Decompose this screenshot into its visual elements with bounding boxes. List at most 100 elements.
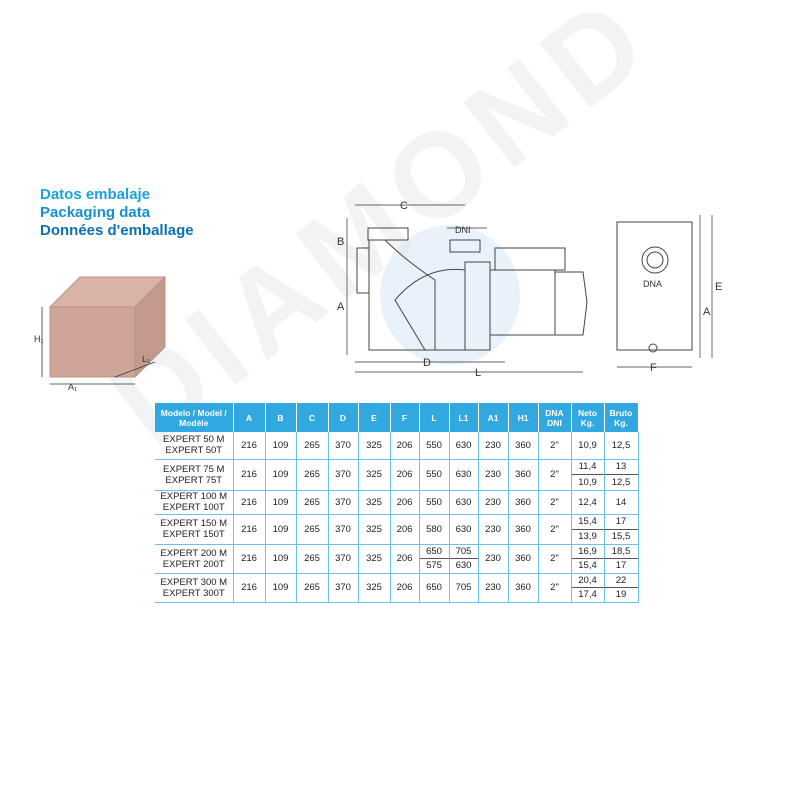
cell-value: 15,4 bbox=[578, 560, 597, 572]
dim-dna-label: DNA bbox=[643, 279, 662, 289]
cell-value: 705 bbox=[449, 545, 478, 559]
dim-f-label: F bbox=[650, 362, 657, 374]
cell-value: 13 bbox=[604, 460, 638, 475]
cell-d: 370 bbox=[328, 432, 359, 460]
model-name: EXPERT 150 M bbox=[160, 518, 228, 529]
cell-value: 22 bbox=[604, 574, 638, 588]
l1-label: L₁ bbox=[142, 354, 150, 364]
cell-a: 216 bbox=[233, 514, 266, 545]
cell-b: 109 bbox=[265, 514, 297, 545]
cell-value: 17 bbox=[604, 515, 638, 530]
dim-d-label: D bbox=[423, 357, 431, 369]
cell-b: 109 bbox=[265, 544, 297, 574]
cell-a: 216 bbox=[233, 573, 266, 603]
cell-l1: 630 bbox=[449, 514, 479, 545]
cell-e: 325 bbox=[358, 514, 391, 545]
cell-value: 17,4 bbox=[578, 589, 597, 601]
cell-l: 550 bbox=[419, 432, 450, 460]
model-name: EXPERT 300T bbox=[162, 587, 225, 599]
cell-value: 10,9 bbox=[578, 476, 597, 488]
column-header: A bbox=[233, 403, 266, 432]
column-header: L1 bbox=[449, 403, 479, 432]
column-header: Modelo / Model / Modèle bbox=[155, 403, 234, 432]
column-header: C bbox=[296, 403, 329, 432]
cell-b: 109 bbox=[265, 459, 297, 491]
cell-d: 370 bbox=[328, 490, 359, 515]
cell-c: 265 bbox=[296, 459, 329, 491]
cell-c: 265 bbox=[296, 432, 329, 460]
cell-c: 265 bbox=[296, 573, 329, 603]
cell-value: 17 bbox=[615, 560, 627, 572]
cell-f: 206 bbox=[390, 544, 420, 574]
cell-h1: 360 bbox=[508, 432, 539, 460]
cell-e: 325 bbox=[358, 490, 391, 515]
title-fr: Données d'emballage bbox=[40, 222, 194, 239]
cell-h1: 360 bbox=[508, 514, 539, 545]
dim-dni-label: DNI bbox=[455, 225, 471, 235]
cell-value: 630 bbox=[455, 560, 472, 572]
model-name: EXPERT 100T bbox=[162, 502, 225, 513]
dim-a-label: A bbox=[337, 301, 345, 313]
dim-a-side-label: A bbox=[703, 306, 711, 318]
cell-a: 216 bbox=[233, 544, 266, 574]
cell-e: 325 bbox=[358, 432, 391, 460]
cell-a1: 230 bbox=[478, 490, 509, 515]
cell-a1: 230 bbox=[478, 544, 509, 574]
cell-dna: 2" bbox=[538, 514, 572, 545]
cell-value: 16,9 bbox=[571, 545, 604, 559]
cell-c: 265 bbox=[296, 490, 329, 515]
cell-a1: 230 bbox=[478, 459, 509, 491]
cell-c: 265 bbox=[296, 544, 329, 574]
column-header: B bbox=[265, 403, 297, 432]
cell-value: 15,4 bbox=[571, 515, 604, 530]
cell-value: 12,5 bbox=[611, 476, 631, 488]
cell-d: 370 bbox=[328, 459, 359, 491]
cell-a: 216 bbox=[233, 459, 266, 491]
cell-h1: 360 bbox=[508, 490, 539, 515]
column-header: H1 bbox=[508, 403, 539, 432]
column-header: Neto Kg. bbox=[571, 403, 605, 432]
cell-l: 580 bbox=[419, 514, 450, 545]
cell-neto: 12,4 bbox=[571, 490, 605, 515]
section-title: Datos embalaje Packaging data Données d'… bbox=[40, 186, 194, 240]
cell-value: 650 bbox=[419, 545, 449, 559]
model-name: EXPERT 50T bbox=[165, 445, 223, 457]
model-name: EXPERT 150T bbox=[162, 529, 225, 540]
cell-value: 11,4 bbox=[571, 460, 604, 475]
cell-h1: 360 bbox=[508, 459, 539, 491]
cell-dna: 2" bbox=[538, 432, 572, 460]
h1-label: H₁ bbox=[34, 334, 44, 344]
cell-c: 265 bbox=[296, 514, 329, 545]
model-name: EXPERT 75 M bbox=[163, 463, 225, 475]
cell-dna: 2" bbox=[538, 573, 572, 603]
cell-d: 370 bbox=[328, 514, 359, 545]
model-name: EXPERT 75T bbox=[165, 474, 223, 486]
cell-value: 18,5 bbox=[604, 545, 638, 559]
cell-d: 370 bbox=[328, 573, 359, 603]
column-header: L bbox=[419, 403, 450, 432]
dim-l-label: L bbox=[475, 367, 481, 379]
cell-e: 325 bbox=[358, 544, 391, 574]
cell-dna: 2" bbox=[538, 459, 572, 491]
cell-d: 370 bbox=[328, 544, 359, 574]
cell-l1: 630 bbox=[449, 432, 479, 460]
cell-l1: 705 bbox=[449, 573, 479, 603]
